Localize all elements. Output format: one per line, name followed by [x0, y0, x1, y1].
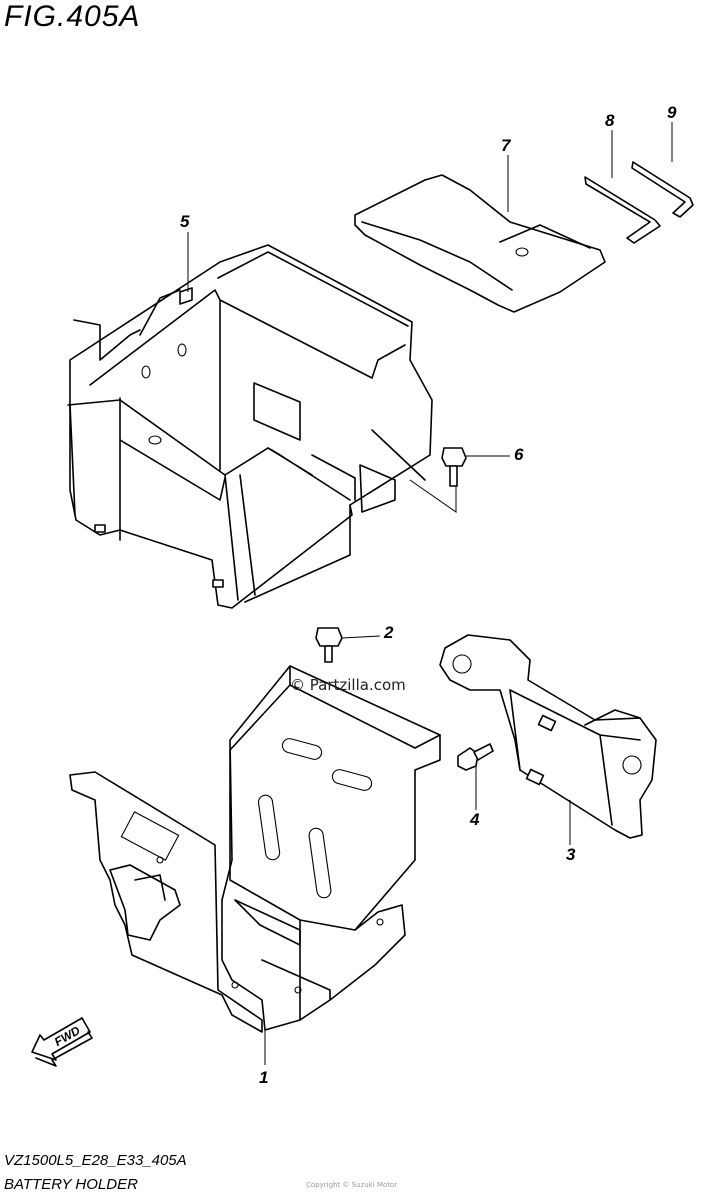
- watermark: © Partzilla.com: [290, 676, 406, 694]
- battery-holder-bracket[interactable]: [69, 665, 441, 1033]
- callout-5[interactable]: 5: [180, 212, 190, 231]
- leader-lines: [187, 122, 673, 1065]
- figure-caption: BATTERY HOLDER: [4, 1176, 138, 1193]
- callout-3[interactable]: 3: [566, 845, 576, 864]
- callout-1[interactable]: 1: [259, 1068, 269, 1087]
- side-bracket[interactable]: [439, 634, 657, 839]
- hex-wrench-9[interactable]: [631, 161, 694, 218]
- hex-wrench-8[interactable]: [584, 176, 661, 244]
- callout-8[interactable]: 8: [605, 111, 615, 130]
- callout-6[interactable]: 6: [514, 445, 524, 464]
- callout-9[interactable]: 9: [667, 103, 677, 122]
- model-code: VZ1500L5_E28_E33_405A: [4, 1152, 187, 1169]
- callout-2[interactable]: 2: [384, 623, 394, 642]
- callout-7[interactable]: 7: [501, 136, 511, 155]
- fwd-arrow-icon: FWD: [31, 1017, 93, 1067]
- copyright-note: Copyright © Suzuki Motor: [306, 1181, 398, 1189]
- battery-case[interactable]: [67, 244, 433, 609]
- callout-4[interactable]: 4: [470, 810, 480, 829]
- bolt-6[interactable]: [441, 447, 467, 487]
- bolt-2[interactable]: [315, 627, 343, 663]
- battery-pad[interactable]: [354, 174, 606, 313]
- figure-title: FIG.405A: [4, 0, 141, 33]
